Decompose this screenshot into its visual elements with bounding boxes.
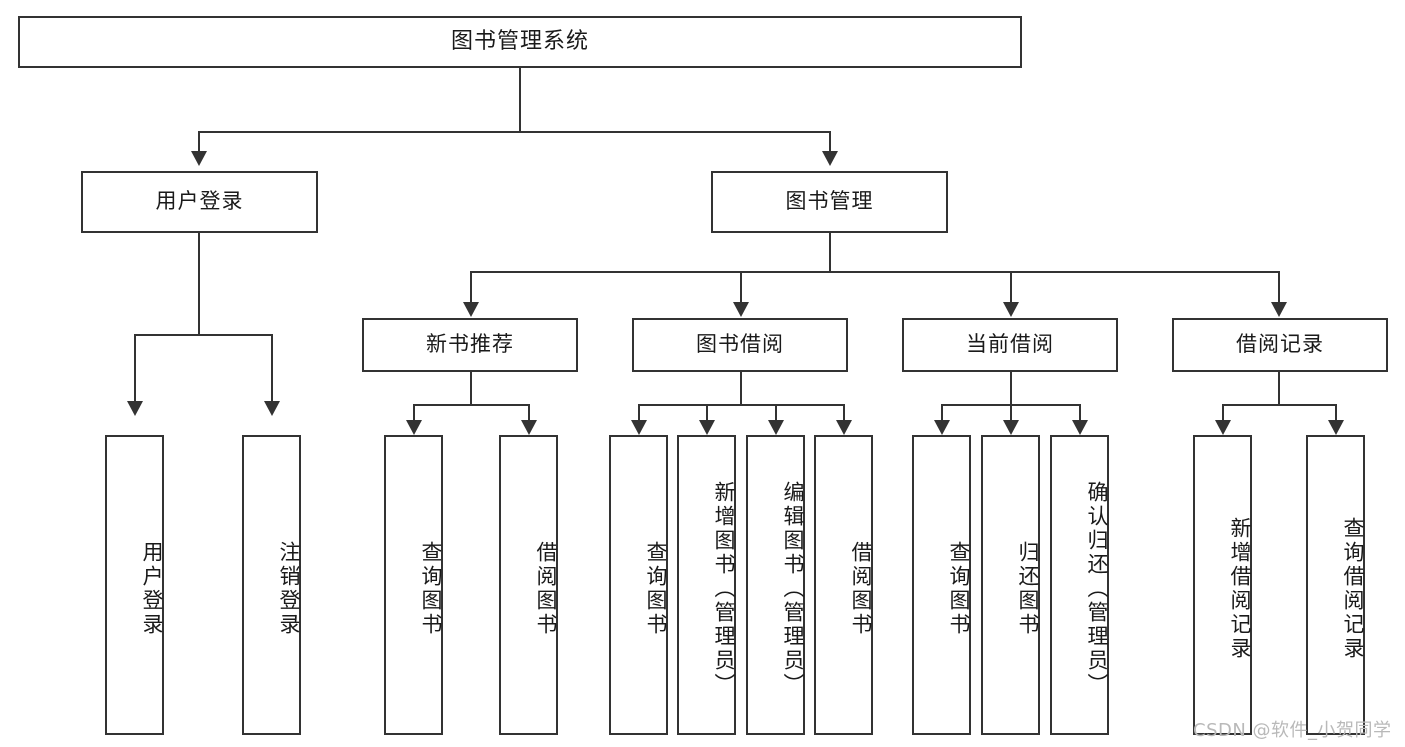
connector-user-login-stem [198, 233, 200, 335]
connector-root-stem [519, 68, 521, 132]
connector-cb-to-leaf-1 [941, 404, 943, 422]
connector-nbr-to-leaf-1 [413, 404, 415, 422]
node-borrow-record[interactable]: 借阅记录 [1172, 318, 1388, 372]
leaf-add-book[interactable]: 新增图书（管理员） [677, 435, 736, 735]
connector-cb-to-leaf-2 [1010, 404, 1012, 422]
node-user-login[interactable]: 用户登录 [81, 171, 318, 233]
arrowhead-cb-to-leaf-1 [934, 420, 950, 435]
connector-book-management-bus [470, 271, 1278, 273]
arrowhead-bb-to-leaf-2 [699, 420, 715, 435]
connector-bb-to-leaf-1 [638, 404, 640, 422]
arrowhead-bm-to-borrow-record [1271, 302, 1287, 317]
connector-br-bus [1222, 404, 1335, 406]
arrowhead-user-login-to-leaf-1 [127, 401, 143, 416]
arrowhead-br-to-leaf-1 [1215, 420, 1231, 435]
connector-cb-to-leaf-3 [1079, 404, 1081, 422]
connector-br-stem [1278, 372, 1280, 405]
connector-nbr-bus [413, 404, 528, 406]
connector-nbr-stem [470, 372, 472, 405]
arrowhead-bm-to-new-book-recommend [463, 302, 479, 317]
node-current-borrow[interactable]: 当前借阅 [902, 318, 1118, 372]
connector-bm-to-book-borrow [740, 271, 742, 304]
csdn-watermark: CSDN @软件_小贺同学 [1193, 720, 1392, 741]
leaf-query-book-1[interactable]: 查询图书 [384, 435, 443, 735]
arrowhead-cb-to-leaf-3 [1072, 420, 1088, 435]
connector-bb-bus [638, 404, 844, 406]
connector-bb-to-leaf-2 [706, 404, 708, 422]
connector-user-login-to-leaf-1 [134, 334, 136, 403]
leaf-return-book[interactable]: 归还图书 [981, 435, 1040, 735]
connector-cb-stem [1010, 372, 1012, 405]
connector-bb-to-leaf-3 [775, 404, 777, 422]
connector-root-to-user-login [198, 131, 200, 153]
leaf-edit-book[interactable]: 编辑图书（管理员） [746, 435, 805, 735]
node-book-borrow[interactable]: 图书借阅 [632, 318, 848, 372]
leaf-borrow-book-1[interactable]: 借阅图书 [499, 435, 558, 735]
node-root-book-management-system[interactable]: 图书管理系统 [18, 16, 1022, 68]
arrowhead-bb-to-leaf-3 [768, 420, 784, 435]
connector-br-to-leaf-1 [1222, 404, 1224, 422]
connector-book-management-stem [829, 233, 831, 272]
connector-bb-stem [740, 372, 742, 405]
arrowhead-bb-to-leaf-1 [631, 420, 647, 435]
arrowhead-user-login-to-leaf-2 [264, 401, 280, 416]
connector-bm-to-borrow-record [1278, 271, 1280, 304]
arrowhead-root-to-user-login [191, 151, 207, 166]
leaf-logout[interactable]: 注销登录 [242, 435, 301, 735]
node-book-management[interactable]: 图书管理 [711, 171, 948, 233]
connector-root-to-book-management [829, 131, 831, 153]
leaf-add-record[interactable]: 新增借阅记录 [1193, 435, 1252, 735]
arrowhead-bm-to-book-borrow [733, 302, 749, 317]
arrowhead-nbr-to-leaf-1 [406, 420, 422, 435]
connector-user-login-bus [134, 334, 271, 336]
connector-root-bus [198, 131, 831, 133]
leaf-borrow-book-2[interactable]: 借阅图书 [814, 435, 873, 735]
connector-br-to-leaf-2 [1335, 404, 1337, 422]
arrowhead-nbr-to-leaf-2 [521, 420, 537, 435]
arrowhead-bm-to-current-borrow [1003, 302, 1019, 317]
connector-user-login-to-leaf-2 [271, 334, 273, 403]
connector-bb-to-leaf-4 [843, 404, 845, 422]
leaf-user-login[interactable]: 用户登录 [105, 435, 164, 735]
arrowhead-br-to-leaf-2 [1328, 420, 1344, 435]
connector-bm-to-current-borrow [1010, 271, 1012, 304]
arrowhead-bb-to-leaf-4 [836, 420, 852, 435]
leaf-query-book-3[interactable]: 查询图书 [912, 435, 971, 735]
leaf-query-book-2[interactable]: 查询图书 [609, 435, 668, 735]
arrowhead-cb-to-leaf-2 [1003, 420, 1019, 435]
arrowhead-root-to-book-management [822, 151, 838, 166]
connector-bm-to-new-book-recommend [470, 271, 472, 304]
connector-nbr-to-leaf-2 [528, 404, 530, 422]
leaf-confirm-return[interactable]: 确认归还（管理员） [1050, 435, 1109, 735]
node-new-book-recommend[interactable]: 新书推荐 [362, 318, 578, 372]
leaf-query-record[interactable]: 查询借阅记录 [1306, 435, 1365, 735]
